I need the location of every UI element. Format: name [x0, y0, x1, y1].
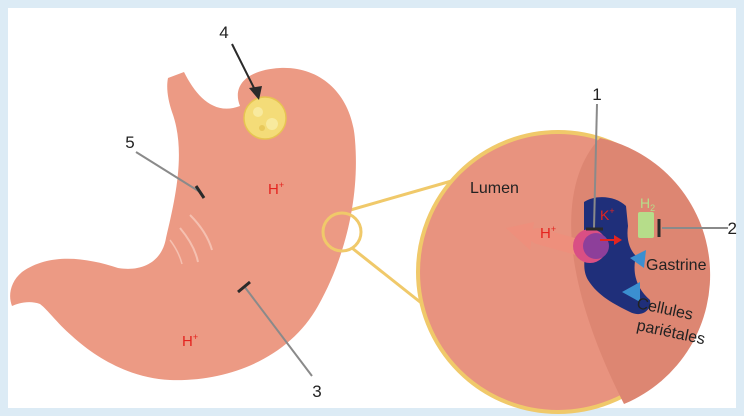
food-bolus-detail: [266, 118, 278, 130]
food-bolus-detail: [259, 125, 265, 131]
food-bolus: [244, 97, 286, 139]
proton-pump-core: [583, 233, 609, 259]
gastrine-label: Gastrine: [646, 257, 707, 274]
callout-2: 2: [728, 219, 737, 238]
callout-1: 1: [592, 85, 601, 104]
food-bolus-detail: [253, 107, 263, 117]
lumen-label: Lumen: [470, 180, 519, 197]
h2-receptor: [638, 212, 654, 238]
callout-3: 3: [312, 382, 321, 401]
callout-5: 5: [125, 133, 134, 152]
callout-4: 4: [219, 23, 228, 42]
